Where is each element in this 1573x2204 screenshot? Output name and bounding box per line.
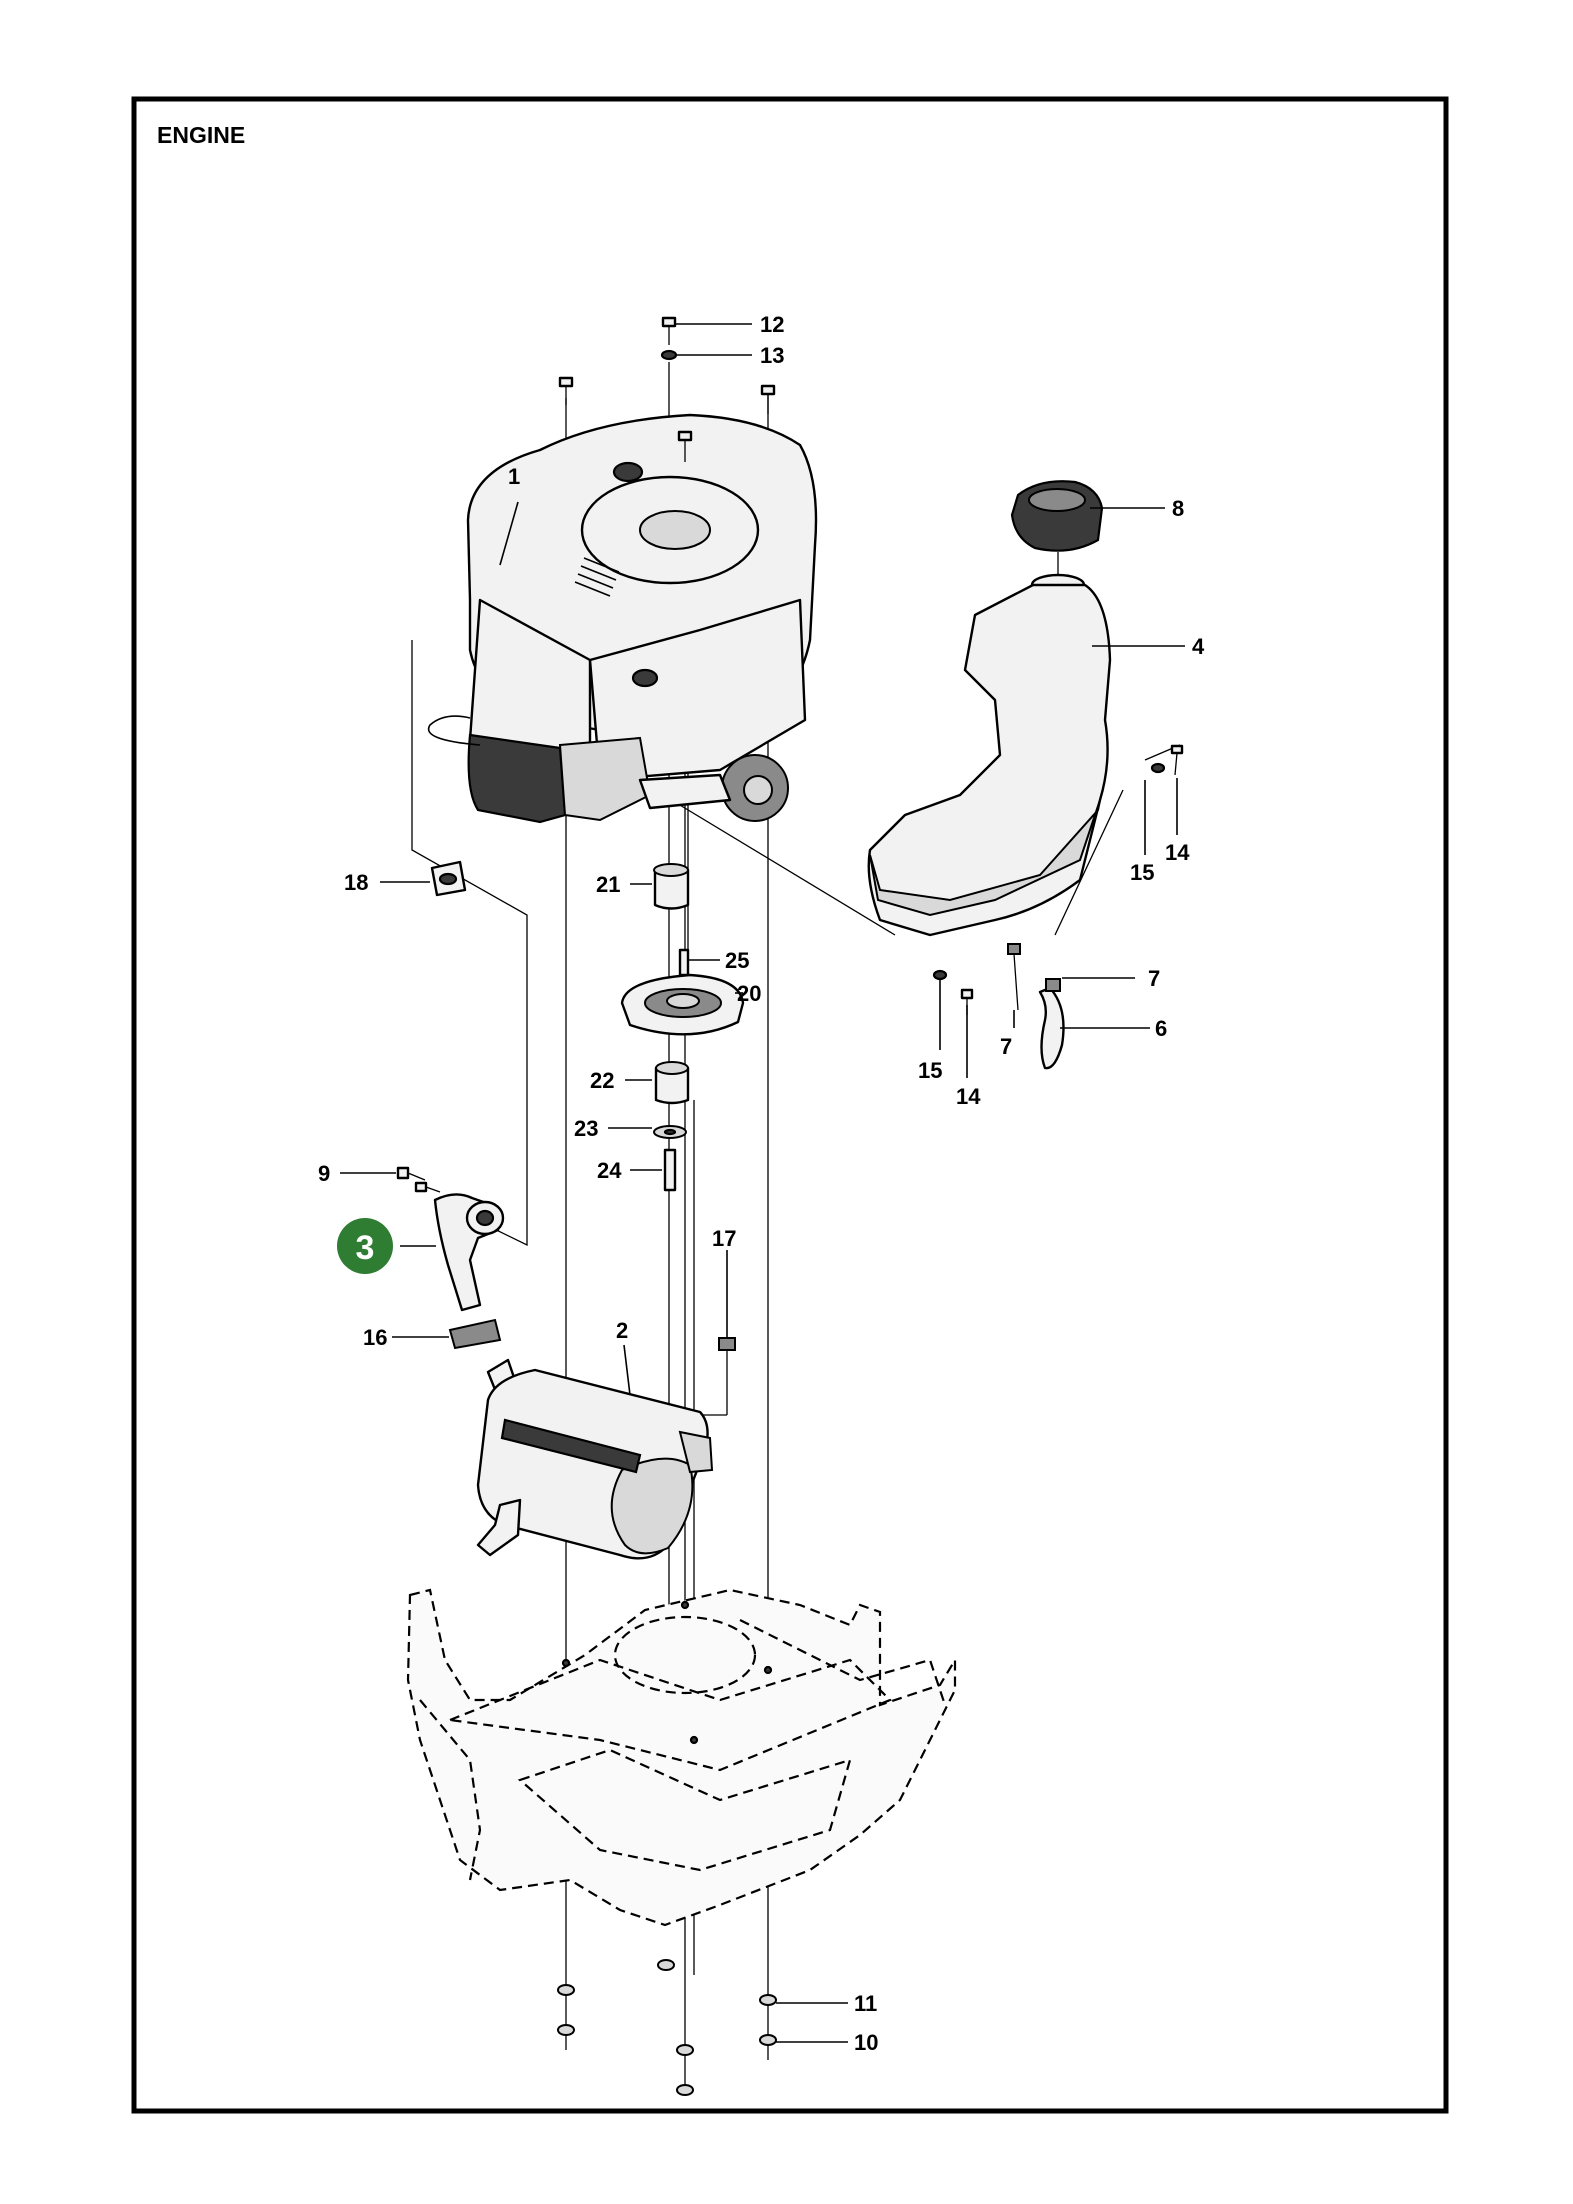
washer-13 <box>660 349 678 361</box>
callout-14b[interactable]: 14 <box>956 1084 981 1109</box>
lower-fasteners <box>557 1959 777 2096</box>
bolt-left <box>558 376 574 405</box>
callout-1[interactable]: 1 <box>508 464 520 489</box>
air-filter-cap <box>639 510 711 550</box>
callout-23[interactable]: 23 <box>574 1116 598 1141</box>
chassis-frame-reference <box>406 1588 957 1927</box>
callout-18[interactable]: 18 <box>344 870 368 895</box>
callout-16[interactable]: 16 <box>363 1325 387 1350</box>
bolt-12 <box>661 316 677 345</box>
highlight-badge-label: 3 <box>356 1229 375 1267</box>
fuel-line-6 <box>1038 986 1065 1070</box>
callout-21[interactable]: 21 <box>596 872 620 897</box>
engine-top-bolts <box>558 316 776 462</box>
nut-lower-1 <box>557 1984 575 1996</box>
callout-24[interactable]: 24 <box>597 1158 622 1183</box>
leader-lines <box>340 323 1185 2043</box>
spacer-22 <box>654 1066 690 1105</box>
muffler-bracket <box>678 1430 714 1474</box>
clamp-16 <box>448 1318 502 1350</box>
chassis-left-rail <box>419 1699 482 1881</box>
callout-8[interactable]: 8 <box>1172 496 1184 521</box>
callout-9[interactable]: 9 <box>318 1161 330 1186</box>
chassis-engine-opening <box>613 1615 757 1695</box>
callout-22[interactable]: 22 <box>590 1068 614 1093</box>
chassis-outline <box>406 1588 957 1927</box>
recoil-starter-handle <box>467 733 567 824</box>
pto-stack <box>620 863 745 1192</box>
fuel-cap-top <box>1028 488 1086 512</box>
bolt-9 <box>396 1166 441 1193</box>
nut-lower-4 <box>676 2044 694 2056</box>
tank-mount-screw-right <box>1150 744 1184 776</box>
nut-lower-5 <box>676 2084 694 2096</box>
dipstick-cap <box>631 668 659 688</box>
callout-20[interactable]: 20 <box>737 981 761 1006</box>
throttle-cable <box>427 715 481 746</box>
chassis-lower-pan <box>517 1748 852 1872</box>
bolt-24 <box>663 1148 677 1192</box>
chassis-crossmember <box>445 1658 892 1772</box>
fuel-tank-4 <box>867 583 1112 937</box>
engine-base-bracket <box>638 773 732 810</box>
fuel-tank-lower-rim <box>869 799 1101 917</box>
callout-10[interactable]: 10 <box>854 2030 878 2055</box>
spacer-21 <box>653 868 690 910</box>
callout-7a[interactable]: 7 <box>1148 966 1160 991</box>
bolt-center <box>677 430 693 462</box>
callout-15b[interactable]: 15 <box>918 1058 942 1083</box>
nut-lower-3 <box>657 1959 675 1971</box>
callout-6[interactable]: 6 <box>1155 1016 1167 1041</box>
diagram-title: ENGINE <box>157 122 245 148</box>
callout-12[interactable]: 12 <box>760 312 784 337</box>
nut-17 <box>718 1337 736 1351</box>
carburetor <box>558 736 652 822</box>
diagram-frame <box>131 96 1449 2114</box>
muffler-end-cap <box>610 1457 694 1555</box>
callout-17[interactable]: 17 <box>712 1226 736 1251</box>
callout-7b[interactable]: 7 <box>1000 1034 1012 1059</box>
muffler-heat-shield-slot <box>500 1418 642 1474</box>
fuel-tank-assembly <box>867 480 1184 1070</box>
hose-clamp-7-left <box>1007 943 1021 955</box>
exhaust-assembly <box>396 860 736 1560</box>
callout-2[interactable]: 2 <box>616 1318 628 1343</box>
engine-assembly <box>427 413 818 824</box>
chassis-rear-rail <box>739 1619 947 1706</box>
hose-clamp-7-right <box>1045 978 1061 992</box>
washer-11 <box>759 1994 777 2006</box>
callout-15a[interactable]: 15 <box>1130 860 1154 885</box>
callout-11[interactable]: 11 <box>854 1991 877 2016</box>
callout-14a[interactable]: 14 <box>1165 840 1190 865</box>
bolt-right <box>760 384 776 414</box>
highlight-badge-circle <box>337 1218 393 1274</box>
engine-grille-vents <box>574 557 620 597</box>
highlight-badge-3[interactable]: 3 <box>337 1218 393 1274</box>
nut-10 <box>759 2034 777 2046</box>
callout-labels: 12 13 1 8 4 15 14 18 21 25 20 7 6 7 15 1… <box>318 312 1205 2055</box>
pin-25 <box>678 948 690 977</box>
callout-25[interactable]: 25 <box>725 948 749 973</box>
callout-4[interactable]: 4 <box>1192 634 1205 659</box>
callout-13[interactable]: 13 <box>760 343 784 368</box>
oil-fill-cap <box>612 461 644 483</box>
muffler-tailpipe <box>476 1498 522 1557</box>
flywheel-hub <box>743 775 773 805</box>
nut-lower-2 <box>557 2024 575 2036</box>
